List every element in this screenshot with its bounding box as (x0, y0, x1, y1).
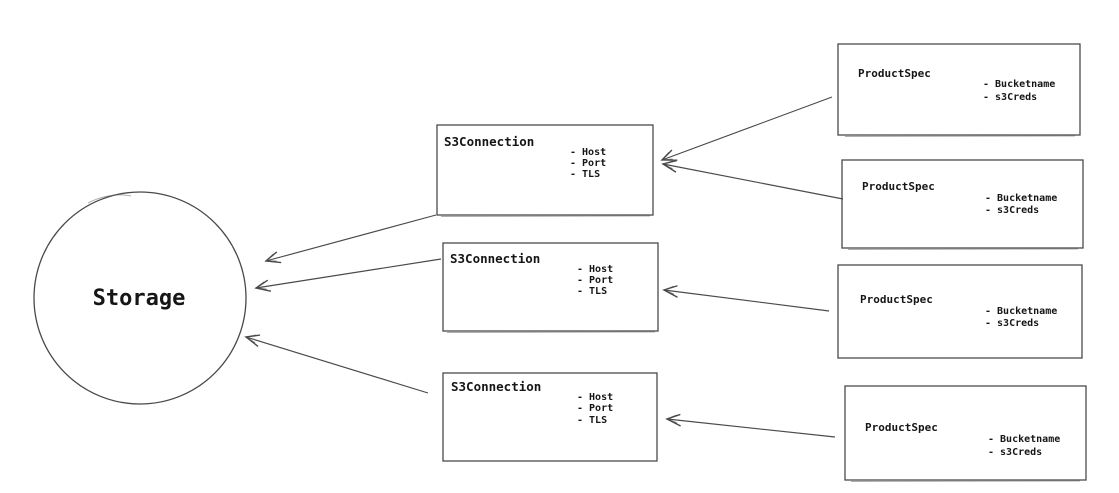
product-spec-1-overdraw (844, 135, 1076, 137)
product-spec-3-title: ProductSpec (860, 293, 933, 306)
product-spec-node-4: ProductSpec - Bucketname - s3Creds (844, 385, 1087, 482)
product-spec-2-attr-s3creds: - s3Creds (985, 205, 1039, 216)
s3-connection-1-attr-tls: - TLS (570, 169, 600, 180)
product-spec-node-1: ProductSpec - Bucketname - s3Creds (837, 43, 1081, 137)
product-spec-2-box (841, 159, 1084, 249)
product-spec-2-attr-bucketname: - Bucketname (985, 193, 1057, 204)
product-spec-4-attr-s3creds: - s3Creds (988, 447, 1042, 458)
s3-connection-3-attr-tls: - TLS (577, 415, 607, 426)
product-spec-node-3: ProductSpec - Bucketname - s3Creds (837, 264, 1083, 359)
s3-connection-3-title: S3Connection (451, 379, 541, 394)
storage-label: Storage (93, 286, 186, 311)
s3-connection-1-attr-port: - Port (570, 158, 606, 169)
edge-product-spec-4-to-s3-connection-3 (665, 413, 836, 438)
product-spec-1-box (837, 43, 1081, 136)
product-spec-3-attr-s3creds: - s3Creds (985, 318, 1039, 329)
edge-s3-connection-3-to-storage (244, 334, 429, 394)
product-spec-1-attr-bucketname: - Bucketname (983, 79, 1055, 90)
s3-connection-2-box (442, 242, 659, 332)
product-spec-4-overdraw (850, 480, 1081, 482)
s3-connection-node-3: S3Connection - Host - Port - TLS (442, 372, 658, 462)
edge-s3-connection-1-to-storage (264, 214, 437, 264)
product-spec-4-box (844, 385, 1087, 481)
product-spec-node-2: ProductSpec - Bucketname - s3Creds (841, 159, 1084, 250)
s3-connection-1-box (436, 124, 654, 216)
storage-circle (33, 191, 247, 405)
storage-circle-overdraw (87, 194, 132, 204)
s3-connection-2-attr-tls: - TLS (577, 286, 607, 297)
s3-connection-2-title: S3Connection (450, 251, 540, 266)
product-spec-3-attr-bucketname: - Bucketname (985, 306, 1057, 317)
s3-connection-1-title: S3Connection (444, 134, 534, 149)
s3-connection-1-attr-host: - Host (570, 147, 606, 158)
s3-connection-node-2: S3Connection - Host - Port - TLS (442, 242, 659, 333)
s3-connection-node-1: S3Connection - Host - Port - TLS (436, 124, 654, 217)
s3-connection-3-attr-port: - Port (577, 403, 613, 414)
s3-connection-2-attr-host: - Host (577, 264, 613, 275)
product-spec-4-attr-bucketname: - Bucketname (988, 434, 1060, 445)
product-spec-1-attr-s3creds: - s3Creds (983, 92, 1037, 103)
product-spec-3-box (837, 264, 1083, 359)
product-spec-1-title: ProductSpec (858, 67, 931, 80)
s3-connection-3-box (442, 372, 658, 462)
edge-product-spec-3-to-s3-connection-2 (662, 285, 830, 312)
product-spec-2-title: ProductSpec (862, 180, 935, 193)
edge-product-spec-2-to-s3-connection-1 (661, 159, 844, 200)
s3-connection-3-attr-host: - Host (577, 392, 613, 403)
edge-s3-connection-2-to-storage (254, 258, 442, 292)
storage-node: Storage (33, 191, 247, 405)
product-spec-2-overdraw (847, 248, 1079, 250)
s3-connection-2-attr-port: - Port (577, 275, 613, 286)
s3-connection-2-overdraw (446, 331, 656, 333)
product-spec-4-title: ProductSpec (865, 421, 938, 434)
edge-product-spec-1-to-s3-connection-1 (660, 96, 833, 161)
s3-connection-1-overdraw (440, 215, 651, 217)
